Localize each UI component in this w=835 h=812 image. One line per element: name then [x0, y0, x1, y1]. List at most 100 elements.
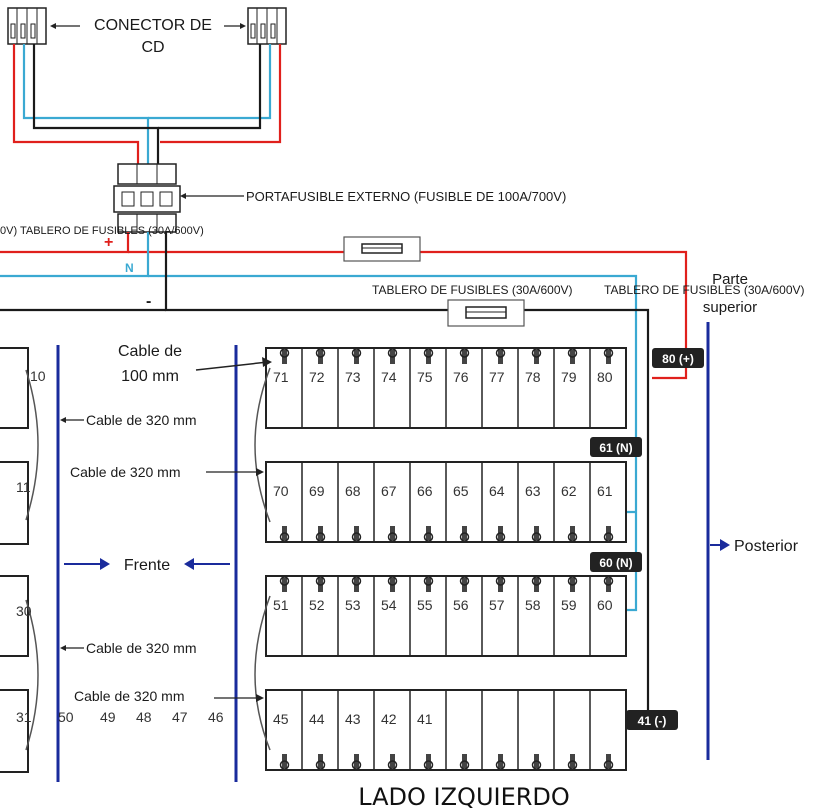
- left-battery-number-r1: 10: [30, 368, 46, 384]
- battery-terminal-cap: [423, 576, 434, 586]
- badge-60-neutral: 60 (N): [590, 552, 642, 572]
- battery-terminal-cap: [423, 348, 434, 358]
- battery-terminal-cap: [387, 348, 398, 358]
- battery-terminal-cap: [459, 348, 470, 358]
- battery-number: 54: [381, 597, 397, 613]
- battery-terminal-cap: [279, 348, 290, 358]
- battery-terminal-cap: [315, 348, 326, 358]
- battery-number: 77: [489, 369, 505, 385]
- connector-wires: [12, 44, 282, 164]
- battery-terminal-cap: [351, 760, 362, 770]
- dc-connector-label-line1: CONECTOR DE: [94, 17, 212, 34]
- negative-sign: -: [146, 293, 151, 310]
- battery-number: 63: [525, 483, 541, 499]
- battery-number: 45: [273, 711, 289, 727]
- battery-terminal-cap: [495, 576, 506, 586]
- battery-terminal-cap: [567, 348, 578, 358]
- cable-320mm-label-a-group: Cable de 320 mm: [60, 412, 197, 428]
- battery-number: 74: [381, 369, 397, 385]
- battery-number: 46: [208, 709, 224, 725]
- badge-60-neutral-text: 60 (N): [599, 556, 632, 570]
- positive-sign: +: [104, 234, 113, 251]
- battery-terminal-cap: [351, 532, 362, 542]
- battery-terminal-cap: [459, 576, 470, 586]
- battery-number: 60: [597, 597, 613, 613]
- battery-number: 61: [597, 483, 613, 499]
- bottom-row-left-numbers: 50 49 48 47 46: [58, 709, 224, 725]
- battery-number: 79: [561, 369, 577, 385]
- cable-100mm-label-line1: Cable de: [118, 343, 182, 360]
- fuse-board-icon-bottom: [447, 299, 525, 327]
- battery-terminal-cap: [351, 576, 362, 586]
- battery-terminal-cap: [387, 760, 398, 770]
- battery-terminal-cap: [315, 760, 326, 770]
- battery-number: 70: [273, 483, 289, 499]
- battery-terminal-cap: [351, 348, 362, 358]
- external-fuse-holder-text: PORTAFUSIBLE EXTERNO (FUSIBLE DE 100A/70…: [246, 189, 566, 204]
- fuse-board-icon-top: [343, 236, 421, 262]
- battery-terminal-cap: [315, 532, 326, 542]
- battery-number: 51: [273, 597, 289, 613]
- battery-number: 64: [489, 483, 505, 499]
- main-row-cable-loops: [254, 367, 271, 751]
- cable-320mm-label-d: Cable de 320 mm: [74, 688, 185, 704]
- battery-terminal-cap: [315, 576, 326, 586]
- battery-number: 67: [381, 483, 397, 499]
- dc-connector-left: [7, 7, 47, 45]
- top-label-line2: superior: [703, 299, 757, 316]
- battery-terminal-cap: [495, 348, 506, 358]
- battery-number: 69: [309, 483, 325, 499]
- left-battery-number-r3: 30: [16, 603, 32, 619]
- badge-41-negative: 41 (-): [626, 710, 678, 730]
- battery-terminal-cap: [531, 576, 542, 586]
- side-title: LADO IZQUIERDO: [358, 783, 570, 811]
- cable-100mm-label-group: Cable de 100 mm: [118, 343, 272, 385]
- battery-number: 66: [417, 483, 433, 499]
- battery-number: 62: [561, 483, 577, 499]
- battery-terminal-cap: [567, 532, 578, 542]
- battery-terminal-cap: [279, 576, 290, 586]
- battery-number: 47: [172, 709, 188, 725]
- rear-label-group: Posterior: [710, 538, 799, 555]
- battery-terminal-cap: [423, 532, 434, 542]
- cable-320mm-label-b-group: Cable de 320 mm: [70, 464, 264, 480]
- dc-connector-label: CONECTOR DE CD: [50, 17, 246, 56]
- cable-320mm-label-d-group: Cable de 320 mm: [74, 688, 264, 704]
- cable-320mm-label-c: Cable de 320 mm: [86, 640, 197, 656]
- battery-number: 52: [309, 597, 325, 613]
- battery-number: 44: [309, 711, 325, 727]
- battery-terminal-cap: [531, 532, 542, 542]
- left-battery-number-r4: 31: [16, 709, 32, 725]
- battery-number: 48: [136, 709, 152, 725]
- battery-terminal-cap: [567, 576, 578, 586]
- battery-number: 42: [381, 711, 397, 727]
- battery-number: 56: [453, 597, 469, 613]
- external-fuse-holder: [113, 163, 181, 233]
- battery-number: 58: [525, 597, 541, 613]
- battery-number: 53: [345, 597, 361, 613]
- battery-terminal-cap: [279, 532, 290, 542]
- battery-number: 80: [597, 369, 613, 385]
- badge-80-positive-text: 80 (+): [662, 352, 694, 366]
- battery-terminal-cap: [279, 760, 290, 770]
- battery-terminal-cap: [495, 532, 506, 542]
- battery-number: 76: [453, 369, 469, 385]
- rear-label: Posterior: [734, 538, 799, 555]
- fuse-board-left-label: 0V) TABLERO DE FUSIBLES (30A/600V): [0, 225, 204, 237]
- battery-number: 59: [561, 597, 577, 613]
- badge-41-negative-text: 41 (-): [638, 714, 667, 728]
- battery-number: 75: [417, 369, 433, 385]
- left-cable-loops: [25, 369, 39, 751]
- fuse-board-right-label: TABLERO DE FUSIBLES (30A/600V): [604, 283, 805, 297]
- battery-number: 78: [525, 369, 541, 385]
- battery-number: 41: [417, 711, 433, 727]
- battery-number: 71: [273, 369, 289, 385]
- battery-terminal-cap: [531, 348, 542, 358]
- battery-terminal-cap: [531, 760, 542, 770]
- battery-terminal-cap: [423, 760, 434, 770]
- battery-terminal-cap: [567, 760, 578, 770]
- battery-number: 57: [489, 597, 505, 613]
- battery-terminal-cap: [603, 348, 614, 358]
